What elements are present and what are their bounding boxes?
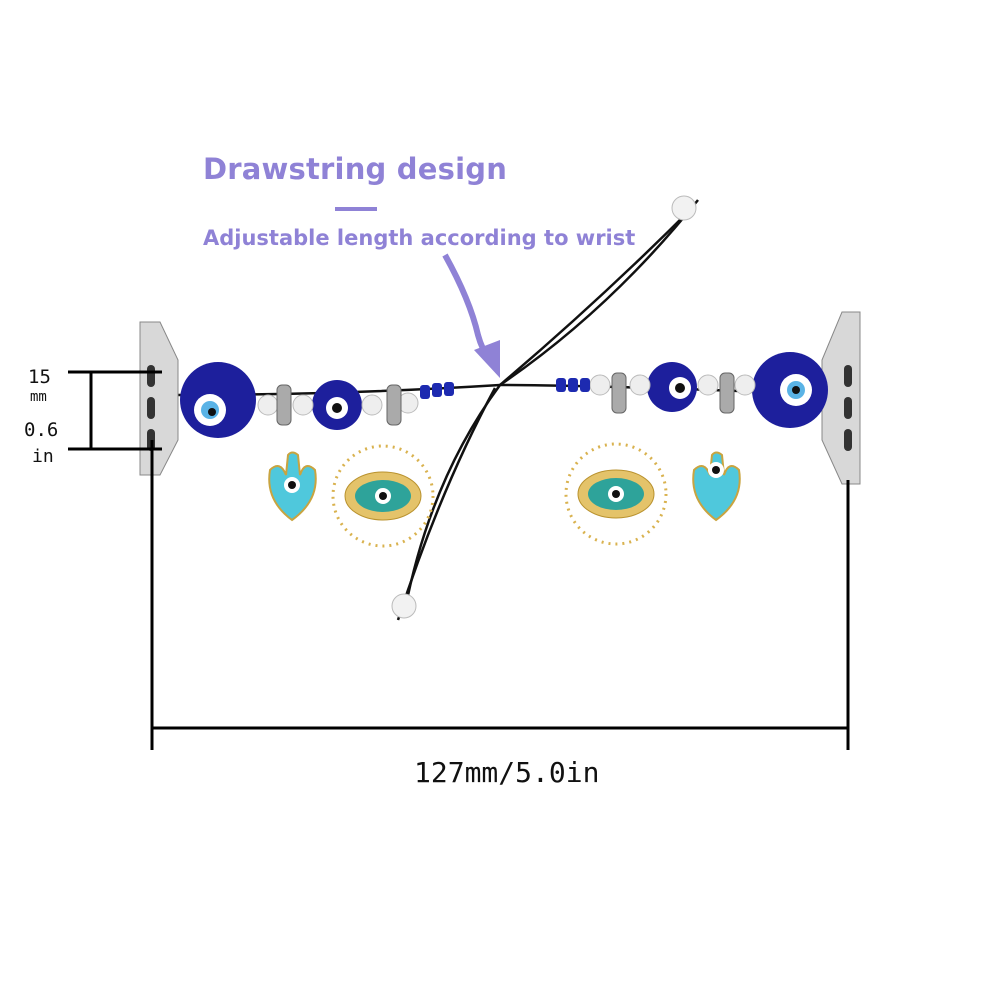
silver-spacers xyxy=(276,372,735,426)
seed-beads xyxy=(420,378,590,399)
sunburst-eye-charm xyxy=(564,442,668,546)
watch-connector-right xyxy=(821,311,861,485)
drawstring-design-title: Drawstring design xyxy=(203,152,508,186)
width-mm-value: 15 xyxy=(28,366,51,388)
length-label: 127mm/5.0in xyxy=(414,756,600,789)
adjustable-length-note: Adjustable length according to wrist xyxy=(203,226,636,250)
pearl-beads xyxy=(257,374,756,416)
arrow-head-icon xyxy=(474,340,500,378)
hamsa-charm xyxy=(692,451,741,522)
annotation-divider xyxy=(335,207,377,211)
sunburst-eye-charm xyxy=(331,444,435,548)
width-mm-unit: mm xyxy=(30,389,47,405)
hamsa-charm xyxy=(268,451,317,522)
watch-connector-left xyxy=(139,321,179,476)
pearl-bead xyxy=(391,593,417,619)
width-in-value: 0.6 xyxy=(24,419,59,441)
pearl-bead xyxy=(671,195,697,221)
width-dimension-line xyxy=(68,370,162,451)
annotation-arrow xyxy=(442,253,493,362)
width-in-unit: in xyxy=(32,446,54,467)
length-dimension-line xyxy=(150,440,850,750)
evil-eye-beads xyxy=(180,352,828,438)
